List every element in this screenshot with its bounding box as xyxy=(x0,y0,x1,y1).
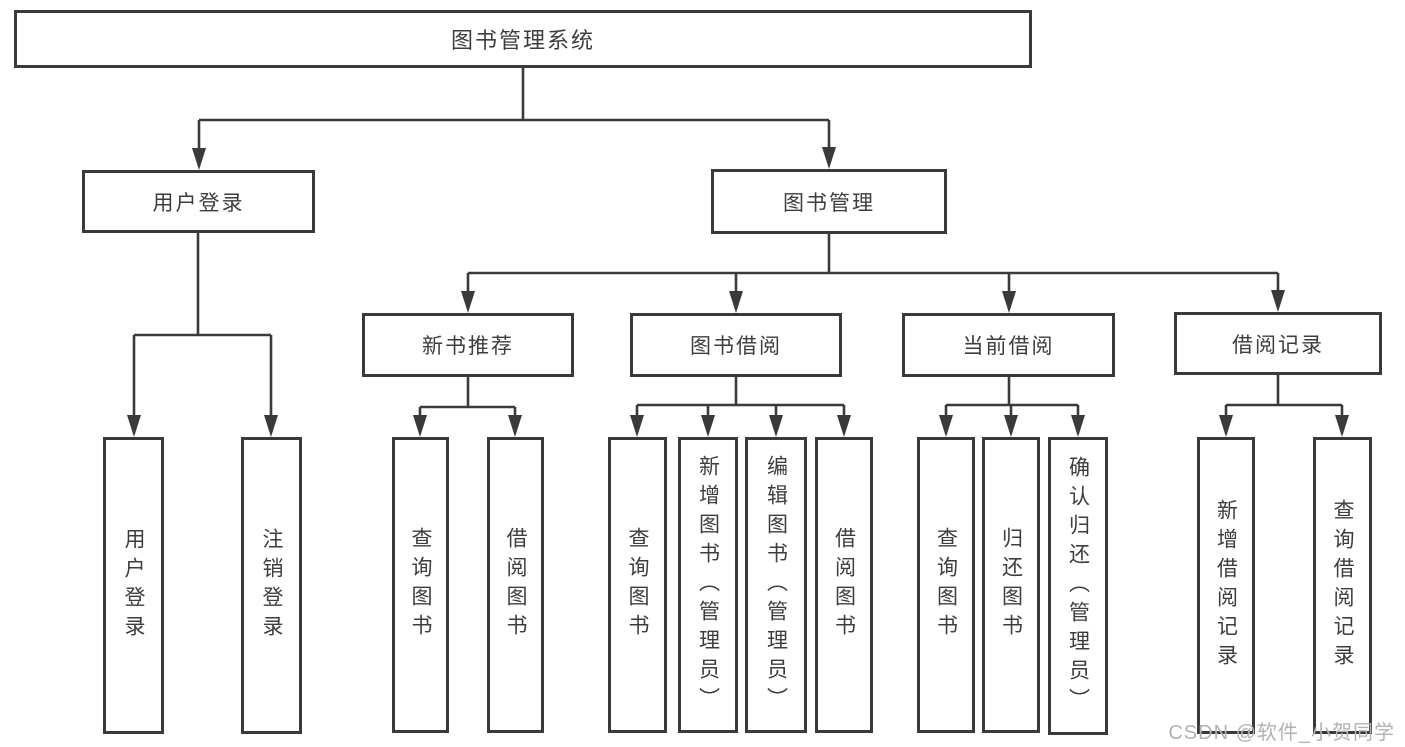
node-new-book-recommendation: 新书推荐 xyxy=(362,313,574,377)
leaf-br-query-borrow-record: 查询借阅记录 xyxy=(1313,437,1372,734)
leaf-label: 编辑图书（管理员） xyxy=(764,454,788,716)
node-label: 用户登录 xyxy=(152,191,245,215)
leaf-label: 新增图书（管理员） xyxy=(696,454,720,716)
node-label: 图书管理 xyxy=(783,191,875,215)
node-label: 图书管理系统 xyxy=(450,28,595,53)
node-book-management: 图书管理 xyxy=(711,169,947,234)
node-label: 图书借阅 xyxy=(690,335,782,358)
leaf-label: 新增借阅记录 xyxy=(1214,498,1238,673)
node-user-login: 用户登录 xyxy=(82,170,315,233)
leaf-bb-query-books: 查询图书 xyxy=(608,437,667,733)
leaf-logout-login: 注销登录 xyxy=(241,437,302,734)
leaf-label: 用户登录 xyxy=(122,527,145,644)
leaf-rec-query-books: 查询图书 xyxy=(392,437,449,733)
node-label: 新书推荐 xyxy=(422,335,514,358)
csdn-watermark: CSDN @软件_小贺同学 xyxy=(1168,722,1395,744)
leaf-cb-confirm-return-admin: 确认归还（管理员） xyxy=(1048,437,1108,735)
leaf-label: 查询借阅记录 xyxy=(1331,498,1354,673)
node-library-management-system: 图书管理系统 xyxy=(14,10,1032,68)
leaf-bb-edit-books-admin: 编辑图书（管理员） xyxy=(745,437,807,733)
node-label: 借阅记录 xyxy=(1232,333,1324,357)
leaf-bb-borrow-books: 借阅图书 xyxy=(815,437,873,733)
leaf-rec-borrow-books: 借阅图书 xyxy=(487,437,544,733)
leaf-cb-return-books: 归还图书 xyxy=(982,437,1040,733)
node-book-borrowing: 图书借阅 xyxy=(630,313,842,377)
leaf-label: 查询图书 xyxy=(934,527,958,643)
node-borrowing-records: 借阅记录 xyxy=(1174,312,1382,375)
leaf-user-login: 用户登录 xyxy=(103,437,164,734)
leaf-label: 查询图书 xyxy=(626,527,649,643)
leaf-label: 注销登录 xyxy=(260,527,283,644)
leaf-br-add-borrow-record: 新增借阅记录 xyxy=(1197,437,1255,734)
leaf-label: 归还图书 xyxy=(999,527,1023,643)
leaf-label: 借阅图书 xyxy=(504,527,527,643)
leaf-label: 确认归还（管理员） xyxy=(1066,455,1090,717)
node-label: 当前借阅 xyxy=(962,335,1055,358)
node-current-borrowing: 当前借阅 xyxy=(902,313,1115,377)
leaf-bb-add-books-admin: 新增图书（管理员） xyxy=(678,437,738,733)
leaf-label: 借阅图书 xyxy=(832,527,856,643)
leaf-label: 查询图书 xyxy=(409,527,432,643)
leaf-cb-query-books: 查询图书 xyxy=(917,437,975,733)
